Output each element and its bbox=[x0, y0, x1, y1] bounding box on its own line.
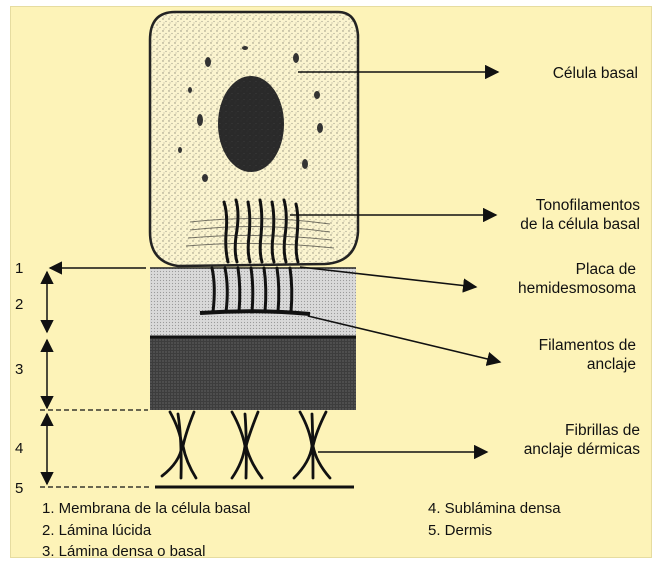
layer-number-4: 4 bbox=[15, 440, 23, 457]
label-fib-line1: Fibrillas de bbox=[450, 421, 640, 440]
layer-number-5: 5 bbox=[15, 480, 23, 497]
label-placa: Placa de hemidesmosoma bbox=[450, 260, 636, 298]
label-tonofilamentos: Tonofilamentos de la célula basal bbox=[450, 196, 640, 234]
label-placa-line1: Placa de bbox=[450, 260, 636, 279]
label-fibrillas: Fibrillas de anclaje dérmicas bbox=[450, 421, 640, 459]
layer-scale bbox=[40, 268, 150, 487]
legend-item-3: 3. Lámina densa o basal bbox=[42, 543, 205, 560]
label-tono-line2: de la célula basal bbox=[450, 215, 640, 234]
label-fib-line2: anclaje dérmicas bbox=[450, 440, 640, 459]
layer-number-2: 2 bbox=[15, 296, 23, 313]
label-celula-basal: Célula basal bbox=[470, 64, 638, 83]
label-fil-line2: anclaje bbox=[450, 355, 636, 374]
anchoring-fibrils bbox=[162, 412, 330, 478]
label-tono-line1: Tonofilamentos bbox=[450, 196, 640, 215]
lamina-densa bbox=[150, 336, 356, 410]
legend-item-4: 4. Sublámina densa bbox=[428, 500, 561, 517]
basal-cell bbox=[150, 12, 358, 266]
layer-number-3: 3 bbox=[15, 361, 23, 378]
legend-item-2: 2. Lámina lúcida bbox=[42, 522, 151, 539]
label-placa-line2: hemidesmosoma bbox=[450, 279, 636, 298]
layer-number-1: 1 bbox=[15, 260, 23, 277]
legend-item-5: 5. Dermis bbox=[428, 522, 492, 539]
label-celula-text: Célula basal bbox=[553, 65, 638, 82]
label-filamentos: Filamentos de anclaje bbox=[450, 336, 636, 374]
legend-item-1: 1. Membrana de la célula basal bbox=[42, 500, 250, 517]
label-fil-line1: Filamentos de bbox=[450, 336, 636, 355]
